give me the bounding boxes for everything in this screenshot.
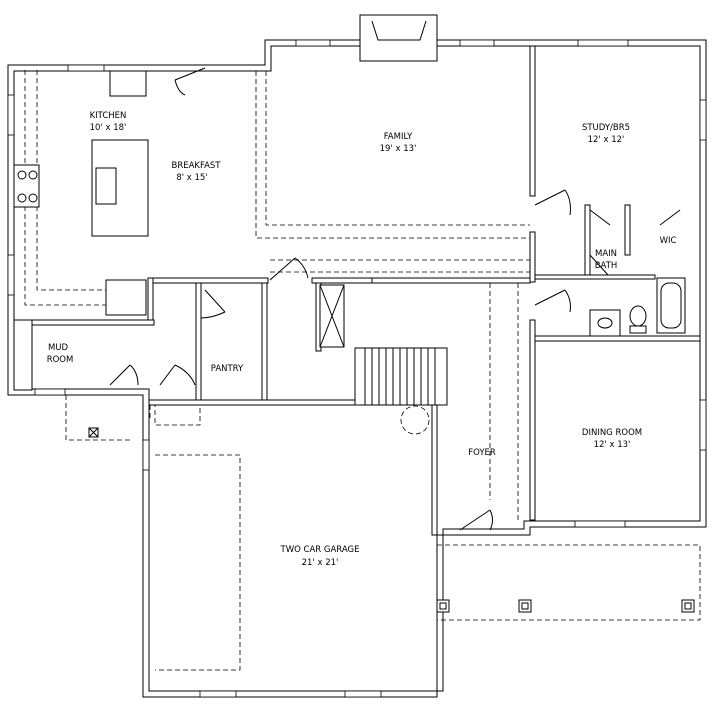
fridge [105, 279, 147, 316]
exterior-walls [7, 14, 707, 698]
main-bath-label-1: MAIN [595, 249, 617, 259]
mud-room-label-1: MUD [48, 343, 69, 353]
dashed-lines [24, 70, 701, 671]
breakfast-label: BREAKFAST [171, 161, 221, 171]
study-size: 12' x 12' [588, 135, 625, 145]
interior-walls [13, 45, 701, 536]
porch-posts [88, 427, 695, 613]
bath-fixtures [589, 277, 686, 337]
doors [109, 67, 681, 531]
family-size: 19' x 13' [380, 144, 417, 154]
garage-size: 21' x 21' [302, 558, 339, 568]
kitchen-island [13, 70, 149, 316]
dining-room-label: DINING ROOM [582, 428, 642, 438]
foyer-label: FOYER [468, 448, 496, 458]
breakfast-size: 8' x 15' [176, 173, 207, 183]
family-label: FAMILY [384, 132, 413, 142]
main-bath-label-2: BATH [595, 261, 618, 271]
kitchen-label: KITCHEN [90, 111, 127, 121]
toilet [629, 305, 647, 327]
wic-label: WIC [660, 236, 677, 246]
study-label: STUDY/BR5 [582, 123, 630, 133]
bath-sink [589, 309, 621, 337]
garage-label: TWO CAR GARAGE [280, 545, 360, 555]
kitchen-size: 10' x 18' [90, 123, 127, 133]
pantry-label: PANTRY [211, 364, 244, 374]
staircase [319, 284, 448, 435]
mud-room-label-2: ROOM [47, 355, 74, 365]
windows [7, 39, 707, 698]
dining-room-size: 12' x 13' [594, 440, 631, 450]
sink-icon [95, 167, 117, 205]
